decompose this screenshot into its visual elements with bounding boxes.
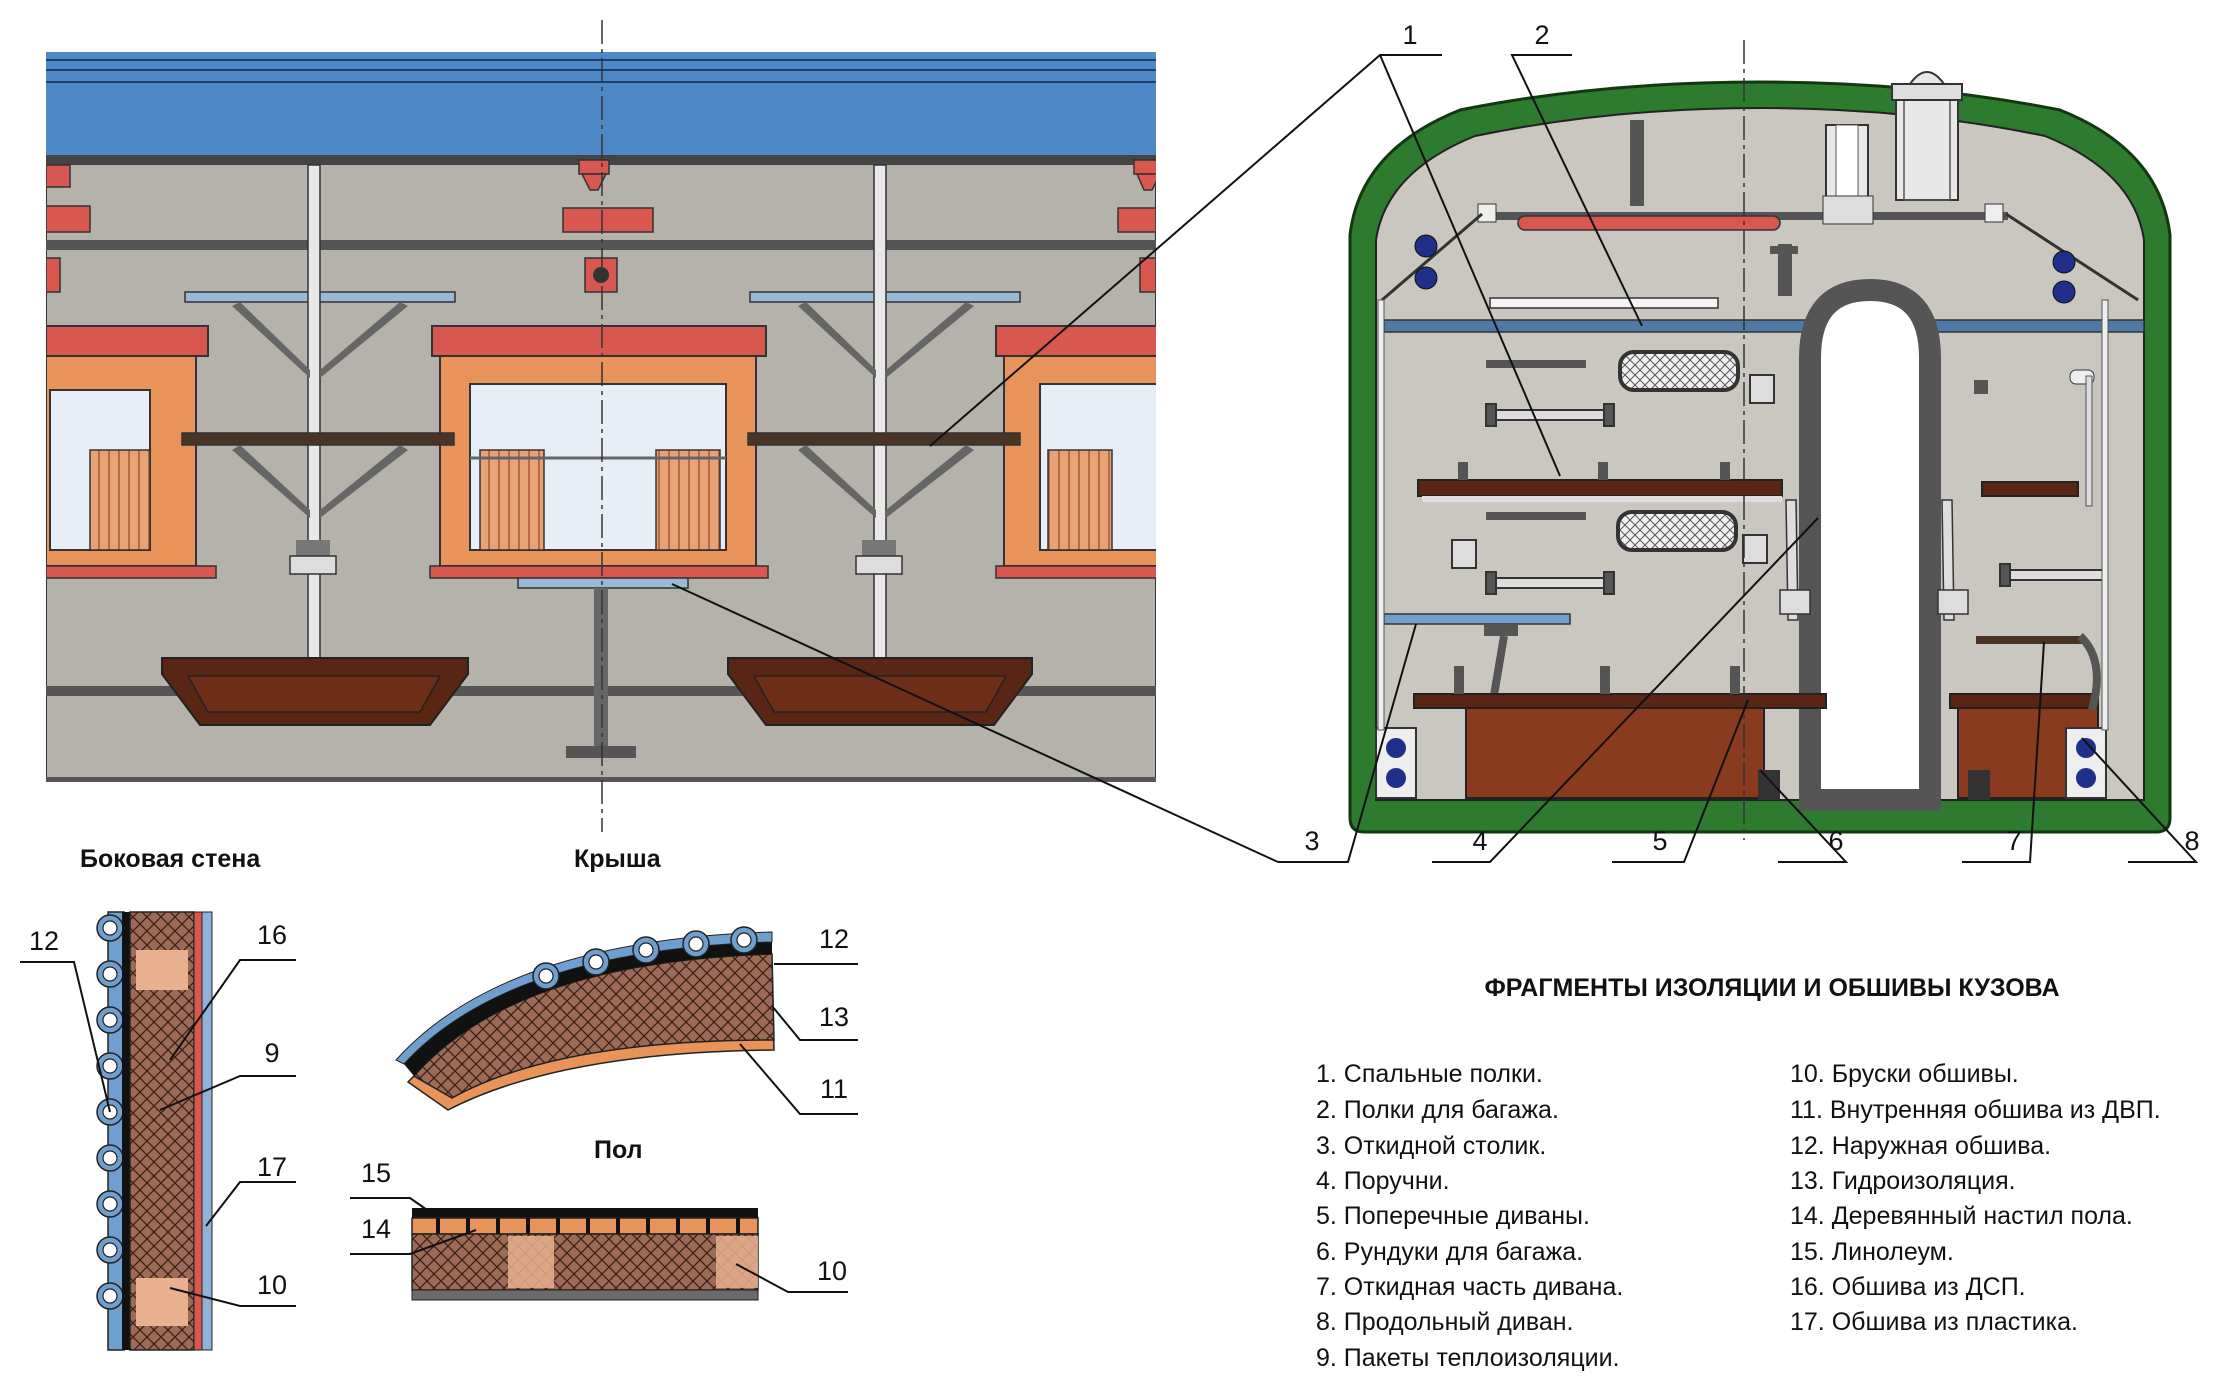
wall-callout-10: 10: [257, 1270, 287, 1300]
legend-item: 13. Гидроизоляция.: [1790, 1167, 2016, 1195]
legend-item: 12. Наружная обшива.: [1790, 1132, 2051, 1160]
berth-group-left: [161, 164, 469, 726]
floor-fragment: [411, 1208, 759, 1301]
legend-item: 16. Обшива из ДСП.: [1790, 1273, 2026, 1301]
callout-7: 7: [2006, 826, 2021, 856]
caption-side-wall: Боковая стена: [80, 845, 261, 873]
window-left: [46, 325, 217, 579]
legend-item: 15. Линолеум.: [1790, 1238, 1954, 1266]
legend-item: 10. Бруски обшивы.: [1790, 1060, 2019, 1088]
window-right: [995, 325, 1156, 579]
callout-8: 8: [2184, 826, 2199, 856]
legend-item: 8. Продольный диван.: [1316, 1308, 1573, 1336]
legend-item: 2. Полки для багажа.: [1316, 1096, 1559, 1124]
legend-title: ФРАГМЕНТЫ ИЗОЛЯЦИИ И ОБШИВЫ КУЗОВА: [1484, 974, 2059, 1002]
window-center: [429, 325, 769, 579]
lower-couch: [1465, 705, 1765, 799]
callout-2: 2: [1534, 20, 1549, 50]
floor-callout-10: 10: [817, 1256, 847, 1286]
wall-callout-16: 16: [257, 920, 287, 950]
legend-item: 1. Спальные полки.: [1316, 1060, 1543, 1088]
legend-item: 5. Поперечные диваны.: [1316, 1202, 1590, 1230]
folding-table-center: [517, 577, 689, 758]
wall-callout-17: 17: [257, 1152, 287, 1182]
wall-fragment: [96, 911, 213, 1351]
callout-3: 3: [1304, 826, 1319, 856]
roof-callout-12: 12: [819, 924, 849, 954]
caption-roof: Крыша: [574, 845, 662, 873]
callout-4: 4: [1472, 826, 1487, 856]
upper-berth: [1417, 479, 1783, 497]
callout-1: 1: [1402, 20, 1417, 50]
roof-callout-13: 13: [819, 1002, 849, 1032]
legend-item: 14. Деревянный настил пола.: [1790, 1202, 2133, 1230]
legend-item: 9. Пакеты теплоизоляции.: [1316, 1344, 1620, 1372]
floor-callout-14: 14: [361, 1214, 391, 1244]
roof-fragment: [395, 926, 775, 1111]
legend-item: 11. Внутренняя обшива из ДВП.: [1790, 1096, 2161, 1124]
wall-callout-9: 9: [264, 1038, 279, 1068]
section-leaders: [671, 54, 2199, 863]
caption-floor: Пол: [594, 1136, 643, 1164]
floor-callout-15: 15: [361, 1158, 391, 1188]
callout-5: 5: [1652, 826, 1667, 856]
legend-item: 6. Рундуки для багажа.: [1316, 1238, 1583, 1266]
roof-panel: [46, 52, 1156, 162]
legend-col-1: 1. Спальные полки. 2. Полки для багажа. …: [1316, 1060, 1623, 1372]
wall-callout-12: 12: [29, 926, 59, 956]
legend-item: 4. Поручни.: [1316, 1167, 1450, 1195]
roof-callout-11: 11: [820, 1074, 848, 1104]
callout-6: 6: [1828, 826, 1843, 856]
berth-group-right: [727, 164, 1033, 726]
legend-item: 7. Откидная часть дивана.: [1316, 1273, 1623, 1301]
side-wall-view: [46, 52, 1156, 782]
legend-item: 17. Обшива из пластика.: [1790, 1308, 2078, 1336]
car-cross-section: [1348, 71, 2172, 834]
legend-item: 3. Откидной столик.: [1316, 1132, 1546, 1160]
legend-col-2: 10. Бруски обшивы. 11. Внутренняя обшива…: [1790, 1060, 2161, 1336]
